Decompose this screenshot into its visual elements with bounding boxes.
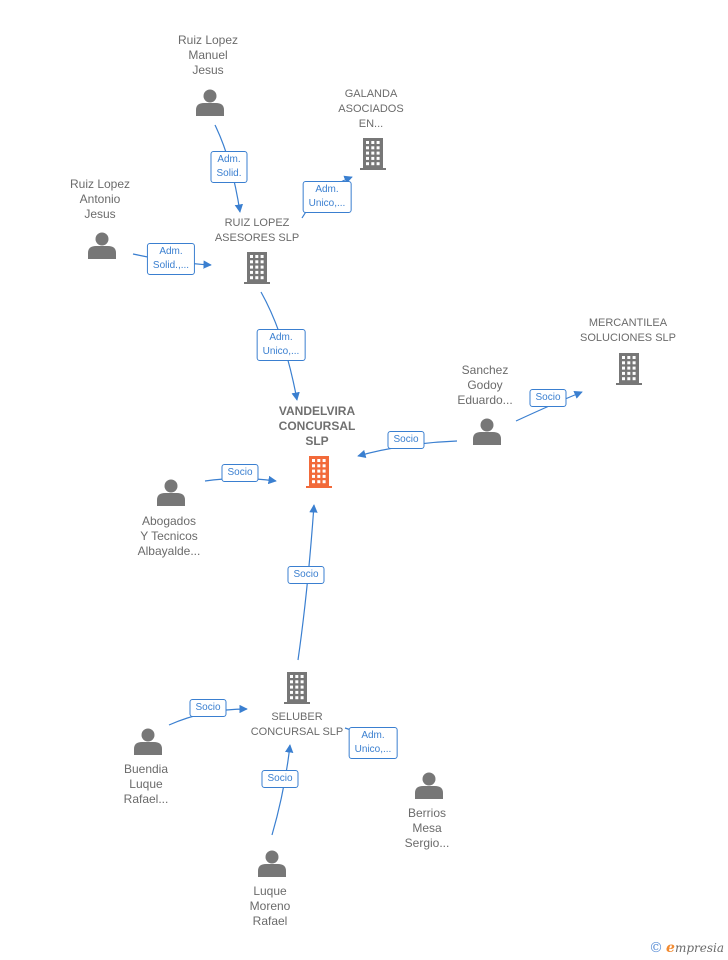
relation-tag-ruiz_asesores-to-galanda[interactable]: Adm. Unico,... bbox=[302, 181, 352, 213]
node-label-line: Ruiz Lopez bbox=[177, 33, 239, 47]
relation-tag-luque-to-seluber[interactable]: Socio bbox=[261, 770, 299, 788]
relation-tag-ruiz_manuel-to-ruiz_asesores[interactable]: Adm. Solid. bbox=[210, 151, 248, 183]
relation-tag-line: Unico,... bbox=[262, 346, 300, 357]
brand-logo: ©empresia bbox=[649, 940, 724, 956]
building-icon bbox=[284, 672, 310, 704]
relation-tag-ruiz_antonio-to-ruiz_asesores[interactable]: Adm. Solid.,... bbox=[146, 243, 196, 275]
node-label-line: EN... bbox=[358, 118, 384, 130]
node-label-line: Jesus bbox=[192, 63, 224, 77]
node-label-line: VANDELVIRA bbox=[278, 404, 356, 418]
relation-tag-line: Socio bbox=[227, 467, 253, 478]
copyright-icon: © bbox=[649, 940, 664, 956]
relation-tag-sanchez-to-mercantilea[interactable]: Socio bbox=[529, 389, 567, 407]
node-label-line: MERCANTILEA bbox=[588, 317, 668, 329]
relation-tag-line: Socio bbox=[195, 702, 221, 713]
edge-luque-to-seluber bbox=[271, 744, 294, 836]
node-label-line: Eduardo... bbox=[457, 393, 513, 407]
edge-seluber-to-vandelvira bbox=[297, 504, 318, 661]
person-icon bbox=[473, 418, 501, 445]
node-label-line: Jesus bbox=[84, 207, 116, 221]
relation-tag-line: Adm. bbox=[159, 246, 183, 257]
relation-tag-line: Unico,... bbox=[354, 744, 392, 755]
node-label-line: CONCURSAL SLP bbox=[250, 726, 344, 738]
node-label-galanda[interactable]: GALANDA ASOCIADOS EN... bbox=[338, 87, 403, 132]
node-label-line: Sanchez bbox=[461, 363, 509, 377]
person-icon bbox=[196, 89, 224, 116]
person-icon bbox=[415, 772, 443, 799]
node-label-line: Albayalde... bbox=[137, 544, 201, 558]
relation-tag-line: Socio bbox=[293, 569, 319, 580]
node-label-line: Abogados bbox=[141, 514, 197, 528]
node-label-line: ASOCIADOS bbox=[338, 103, 404, 115]
relation-tag-line: Adm. bbox=[217, 154, 241, 165]
node-label-line: RUIZ LOPEZ bbox=[224, 217, 290, 229]
node-label-line: Manuel bbox=[188, 48, 228, 62]
node-label-line: Mesa bbox=[412, 821, 442, 835]
node-label-line: Luque bbox=[129, 777, 163, 791]
person-icon bbox=[134, 728, 162, 755]
node-label-line: Luque bbox=[253, 884, 287, 898]
node-label-line: Berrios bbox=[407, 806, 447, 820]
person-icon bbox=[88, 232, 116, 259]
node-label-line: CONCURSAL bbox=[278, 419, 356, 433]
relation-tag-ruiz_asesores-to-vandelvira[interactable]: Adm. Unico,... bbox=[256, 329, 306, 361]
node-label-line: SELUBER bbox=[271, 711, 323, 723]
relation-tag-buendia-to-seluber[interactable]: Socio bbox=[189, 699, 227, 717]
person-icon bbox=[258, 850, 286, 877]
node-label-line: SLP bbox=[305, 434, 329, 448]
relation-tag-sanchez-to-vandelvira[interactable]: Socio bbox=[387, 431, 425, 449]
node-label-line: Antonio bbox=[79, 192, 121, 206]
relation-tag-line: Socio bbox=[267, 773, 293, 784]
node-label-line: Godoy bbox=[467, 378, 503, 392]
relation-tag-line: Unico,... bbox=[308, 198, 346, 209]
relation-tag-seluber-to-vandelvira[interactable]: Socio bbox=[287, 566, 325, 584]
relation-tag-line: Socio bbox=[535, 392, 561, 403]
relation-tag-line: Solid.,... bbox=[152, 260, 190, 271]
node-label-line: Y Tecnicos bbox=[140, 529, 198, 543]
node-label-mercantilea[interactable]: MERCANTILEA SOLUCIONES SLP bbox=[580, 316, 676, 346]
node-label-seluber[interactable]: SELUBER CONCURSAL SLP bbox=[251, 710, 344, 740]
relation-tag-line: Socio bbox=[393, 434, 419, 445]
building-icon bbox=[360, 138, 386, 170]
node-label-line: Rafael bbox=[252, 914, 288, 928]
node-label-line: Buendia bbox=[123, 762, 169, 776]
building-icon bbox=[616, 353, 642, 385]
relation-tag-line: Adm. bbox=[269, 332, 293, 343]
node-label-line: ASESORES SLP bbox=[214, 232, 300, 244]
node-label-line: GALANDA bbox=[344, 88, 398, 100]
brand-name: mpresia bbox=[674, 941, 724, 955]
building-icon bbox=[244, 252, 270, 284]
relation-tag-abogados-to-vandelvira[interactable]: Socio bbox=[221, 464, 259, 482]
node-label-line: SOLUCIONES SLP bbox=[580, 332, 676, 344]
node-label-ruiz_asesores[interactable]: RUIZ LOPEZ ASESORES SLP bbox=[215, 216, 299, 246]
node-label-line: Ruiz Lopez bbox=[69, 177, 131, 191]
relation-tag-line: Adm. bbox=[315, 184, 339, 195]
node-label-line: Sergio... bbox=[404, 836, 450, 850]
relation-tag-line: Adm. bbox=[361, 730, 385, 741]
relation-tag-line: Solid. bbox=[216, 168, 242, 179]
node-label-line: Moreno bbox=[249, 899, 291, 913]
building-icon bbox=[306, 456, 332, 488]
node-label-line: Rafael... bbox=[123, 792, 169, 806]
relation-tag-seluber-to-berrios[interactable]: Adm. Unico,... bbox=[348, 727, 398, 759]
brand-initial: e bbox=[666, 940, 675, 956]
person-icon bbox=[157, 479, 185, 506]
